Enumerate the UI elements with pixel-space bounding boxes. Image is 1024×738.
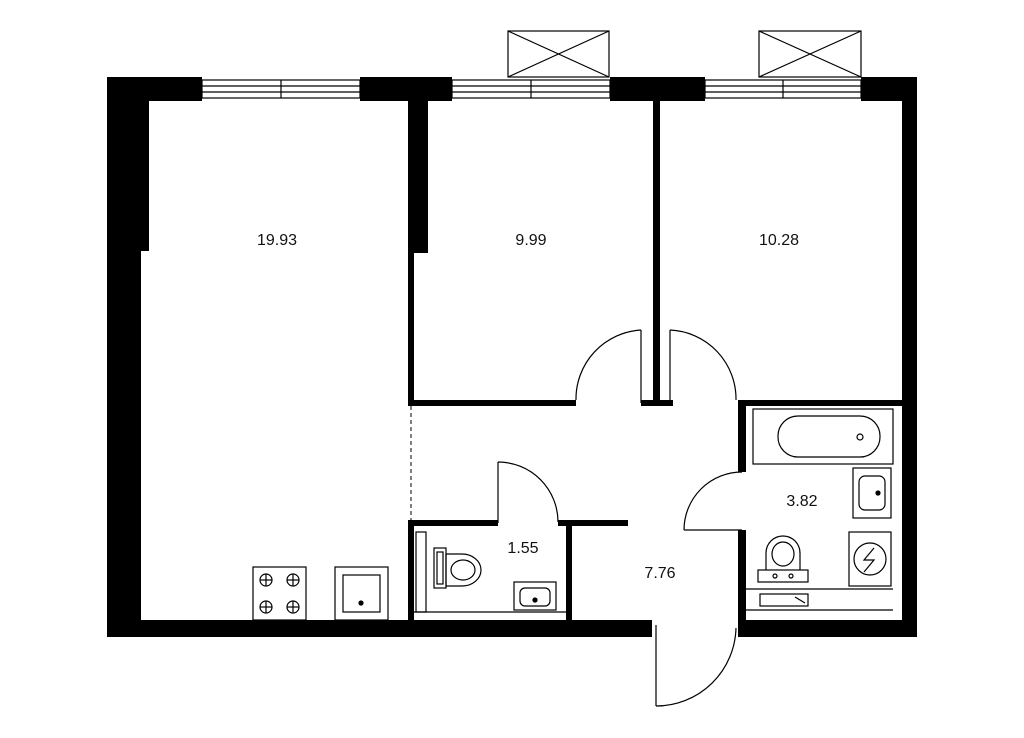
bath-washbasin — [852, 467, 892, 519]
doors — [497, 329, 743, 707]
ac-unit-right — [758, 30, 862, 78]
area-hallway: 7.76 — [644, 565, 675, 582]
window-living — [201, 79, 361, 99]
washing-machine — [848, 531, 892, 587]
exterior-walls — [107, 77, 917, 637]
bath-cabinet — [746, 588, 893, 611]
area-bedroom-right: 10.28 — [759, 232, 799, 249]
ac-units — [507, 30, 862, 78]
door-bathroom — [683, 471, 743, 531]
area-labels: 19.93 9.99 10.28 3.82 1.55 7.76 — [257, 232, 818, 582]
area-toilet: 1.55 — [507, 540, 538, 557]
area-living-kitchen: 19.93 — [257, 232, 297, 249]
cooktop — [252, 566, 307, 621]
ac-unit-left — [507, 30, 610, 78]
bathtub — [752, 408, 894, 465]
door-bedroom-middle — [575, 329, 642, 403]
bath-toilet — [757, 535, 809, 583]
kitchen-sink — [334, 566, 389, 621]
door-toilet — [497, 461, 559, 523]
area-bedroom-middle: 9.99 — [515, 232, 546, 249]
interior-walls — [408, 101, 902, 637]
window-bedroom-middle — [451, 79, 611, 99]
area-bathroom: 3.82 — [786, 493, 817, 510]
door-bedroom-right — [669, 329, 737, 403]
window-bedroom-right — [704, 79, 862, 99]
door-entrance — [655, 625, 737, 707]
windows — [201, 79, 862, 99]
wc-basin — [414, 531, 566, 613]
wc — [433, 547, 482, 589]
